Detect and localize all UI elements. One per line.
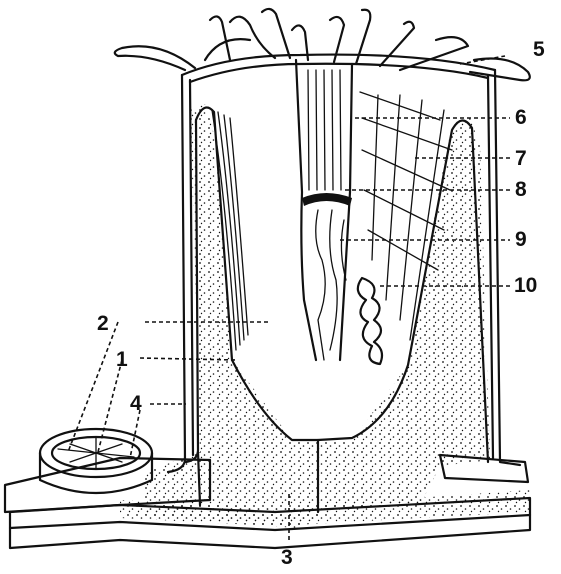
gonad	[358, 278, 382, 364]
label-5: 5	[533, 38, 545, 61]
label-4: 4	[130, 392, 142, 415]
skeleton	[145, 104, 490, 528]
label-1: 1	[116, 348, 128, 371]
label-8: 8	[515, 178, 527, 201]
label-7: 7	[515, 147, 527, 170]
label-10: 10	[514, 274, 537, 297]
label-3: 3	[281, 546, 293, 569]
cross-section-disc	[40, 429, 152, 493]
tentacles	[115, 9, 530, 80]
pharynx	[296, 60, 352, 360]
label-9: 9	[515, 228, 527, 251]
label-2: 2	[97, 312, 109, 335]
label-6: 6	[515, 106, 527, 129]
